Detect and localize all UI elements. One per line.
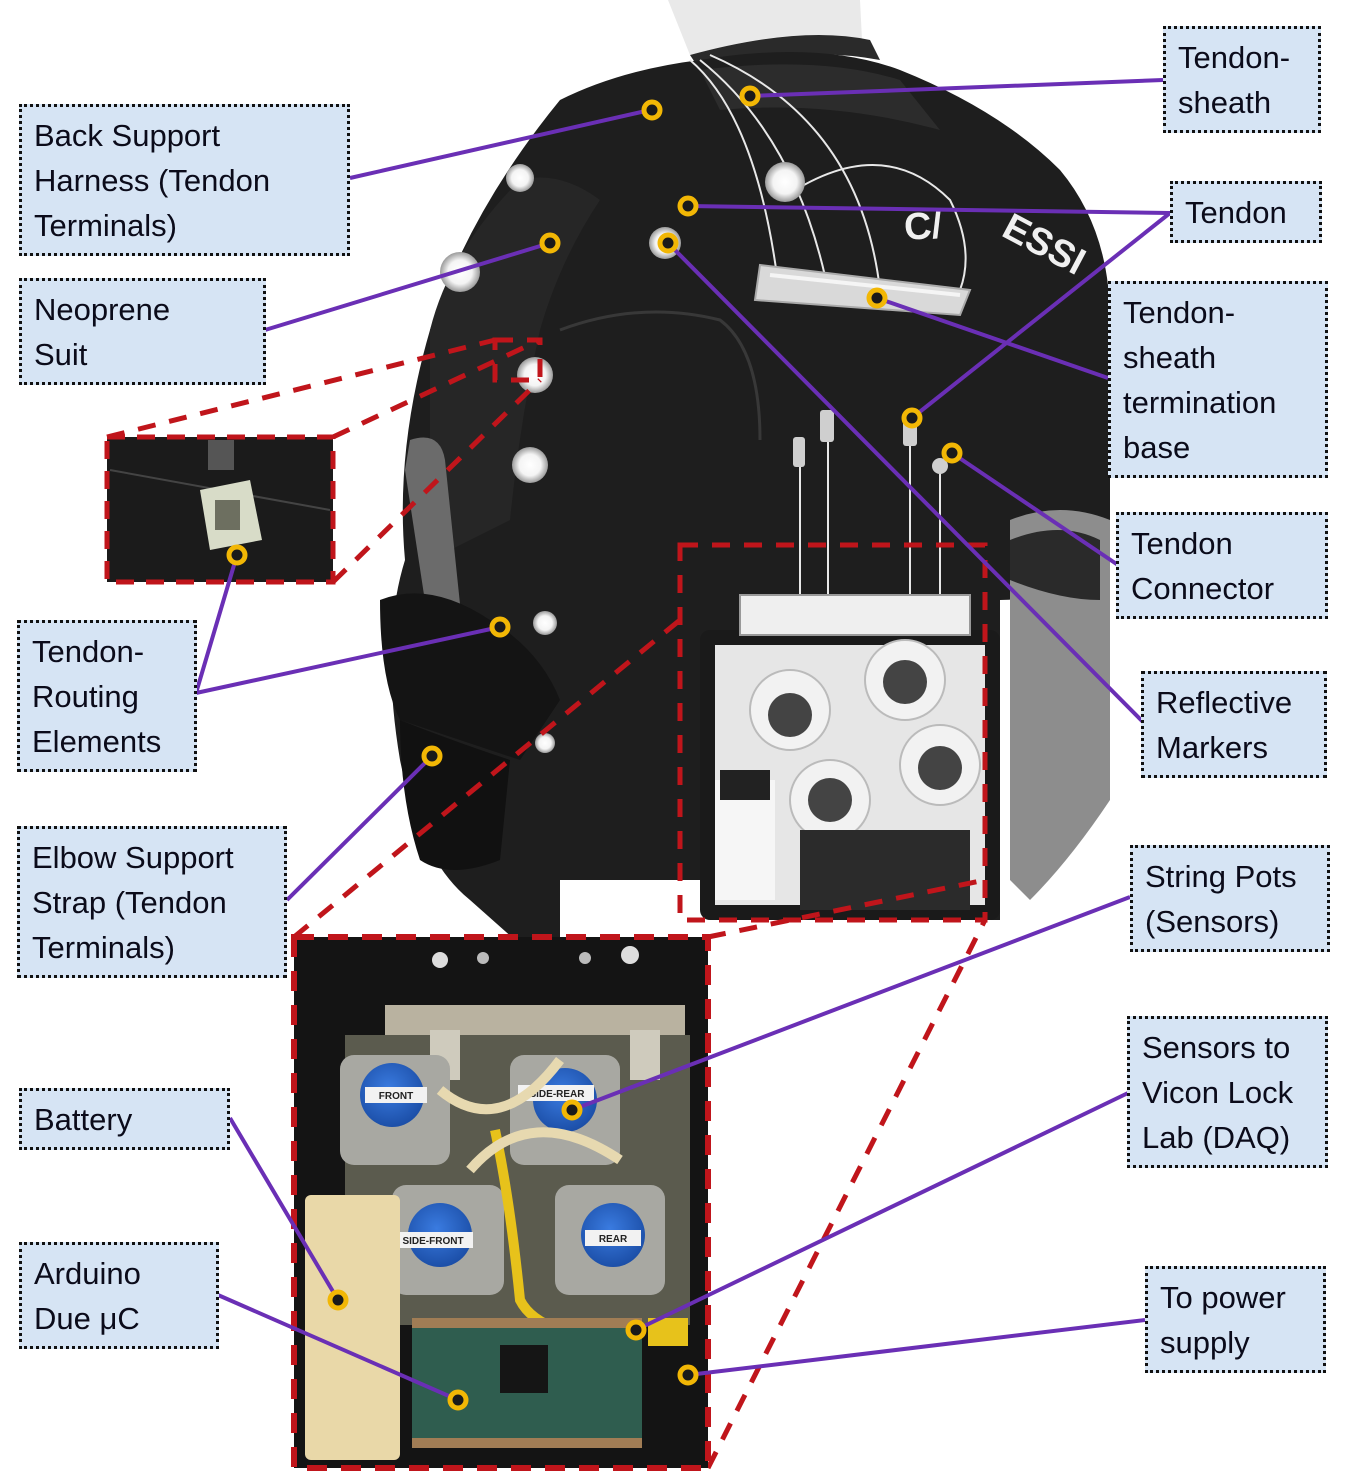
- label-arduino-due: Arduino Due μC: [19, 1242, 219, 1349]
- termination-base: [753, 263, 972, 317]
- inset-actuator-electronics: FRONT SIDE-REAR SIDE-FRONT REAR: [291, 934, 711, 1471]
- callout-markers: [226, 85, 963, 1411]
- actuator-box-back: [700, 594, 1000, 920]
- string-pot-front: FRONT: [340, 1055, 450, 1165]
- label-tendon-connector: Tendon Connector: [1116, 512, 1328, 619]
- svg-text:SIDE-FRONT: SIDE-FRONT: [402, 1236, 463, 1247]
- label-to-power-supply: To power supply: [1145, 1266, 1326, 1373]
- tendon-lines: [689, 54, 967, 620]
- label-battery: Battery: [19, 1088, 230, 1150]
- label-neoprene-suit: Neoprene Suit: [19, 278, 266, 385]
- label-elbow-support-strap: Elbow Support Strap (Tendon Terminals): [17, 826, 287, 978]
- label-string-pots: String Pots (Sensors): [1130, 845, 1330, 952]
- inset-tendon-routing-element: [104, 434, 336, 585]
- label-reflective-markers: Reflective Markers: [1141, 671, 1327, 778]
- string-pot-rear: REAR: [555, 1185, 665, 1295]
- label-sensors-to-vicon: Sensors to Vicon Lock Lab (DAQ): [1127, 1016, 1328, 1168]
- label-tendon: Tendon: [1170, 181, 1322, 243]
- string-pot-side-front: SIDE-FRONT: [392, 1185, 504, 1295]
- svg-text:SIDE-REAR: SIDE-REAR: [529, 1089, 585, 1100]
- label-tendon-routing-elements: Tendon- Routing Elements: [17, 620, 197, 772]
- leader-lines: [194, 78, 1172, 1402]
- svg-text:REAR: REAR: [599, 1234, 628, 1245]
- svg-text:C/: C/: [903, 204, 944, 249]
- label-tendon-sheath-termination-base: Tendon- sheath termination base: [1108, 281, 1328, 478]
- label-tendon-sheath: Tendon- sheath: [1163, 26, 1321, 133]
- label-back-support-harness: Back Support Harness (Tendon Terminals): [19, 104, 350, 256]
- inset-callouts: [106, 337, 988, 1470]
- svg-text:FRONT: FRONT: [379, 1091, 413, 1102]
